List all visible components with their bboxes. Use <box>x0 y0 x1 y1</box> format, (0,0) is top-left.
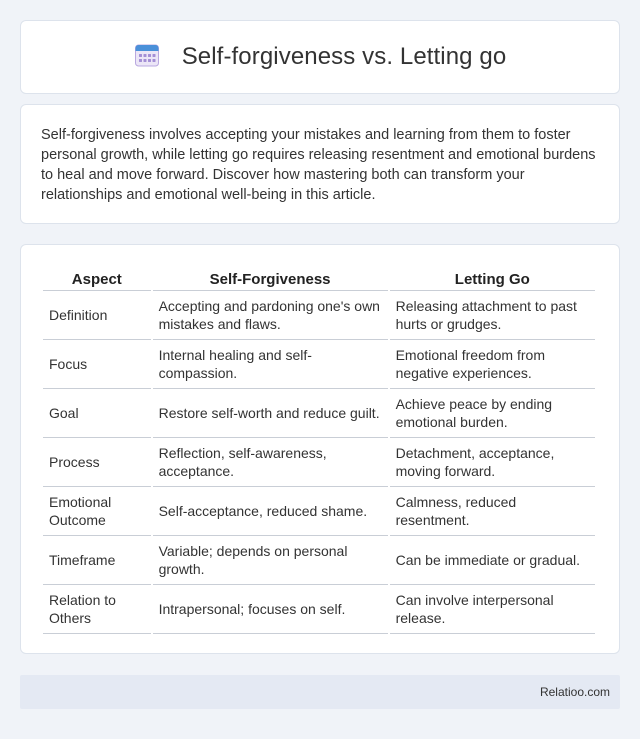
row-letting-go: Calmness, reduced resentment. <box>389 487 595 536</box>
row-letting-go: Emotional freedom from negative experien… <box>389 340 595 389</box>
table-row: Process Reflection, self-awareness, acce… <box>43 438 595 487</box>
row-aspect: Definition <box>43 291 151 340</box>
footer: Relatioo.com <box>20 675 620 709</box>
row-letting-go: Can be immediate or gradual. <box>389 536 595 585</box>
comparison-table: Aspect Self-Forgiveness Letting Go Defin… <box>41 265 597 634</box>
row-aspect: Focus <box>43 340 151 389</box>
column-header-aspect: Aspect <box>43 265 151 291</box>
table-row: Timeframe Variable; depends on personal … <box>43 536 595 585</box>
row-letting-go: Can involve interpersonal release. <box>389 585 595 634</box>
intro-paragraph: Self-forgiveness involves accepting your… <box>41 127 596 203</box>
row-letting-go: Releasing attachment to past hurts or gr… <box>389 291 595 340</box>
intro-card: Self-forgiveness involves accepting your… <box>20 104 620 224</box>
column-header-letting-go: Letting Go <box>389 265 595 291</box>
header-card: Self-forgiveness vs. Letting go <box>20 20 620 94</box>
table-row: Relation to Others Intrapersonal; focuse… <box>43 585 595 634</box>
row-aspect: Process <box>43 438 151 487</box>
table-row: Focus Internal healing and self-compassi… <box>43 340 595 389</box>
column-header-self-forgiveness: Self-Forgiveness <box>152 265 388 291</box>
table-row: Emotional Outcome Self-acceptance, reduc… <box>43 487 595 536</box>
row-self-forgiveness: Reflection, self-awareness, acceptance. <box>152 438 388 487</box>
row-self-forgiveness: Accepting and pardoning one's own mistak… <box>152 291 388 340</box>
page-title: Self-forgiveness vs. Letting go <box>181 43 507 70</box>
row-aspect: Goal <box>43 389 151 438</box>
row-self-forgiveness: Restore self-worth and reduce guilt. <box>152 389 388 438</box>
table-header-row: Aspect Self-Forgiveness Letting Go <box>43 265 595 291</box>
row-aspect: Relation to Others <box>43 585 151 634</box>
row-self-forgiveness: Variable; depends on personal growth. <box>152 536 388 585</box>
row-aspect: Emotional Outcome <box>43 487 151 536</box>
row-self-forgiveness: Intrapersonal; focuses on self. <box>152 585 388 634</box>
row-aspect: Timeframe <box>43 536 151 585</box>
table-row: Goal Restore self-worth and reduce guilt… <box>43 389 595 438</box>
row-letting-go: Detachment, acceptance, moving forward. <box>389 438 595 487</box>
calendar-icon <box>134 42 160 73</box>
row-self-forgiveness: Self-acceptance, reduced shame. <box>152 487 388 536</box>
footer-brand: Relatioo.com <box>539 685 610 699</box>
comparison-card: Aspect Self-Forgiveness Letting Go Defin… <box>20 244 620 654</box>
table-row: Definition Accepting and pardoning one's… <box>43 291 595 340</box>
header: Self-forgiveness vs. Letting go <box>134 42 507 73</box>
row-self-forgiveness: Internal healing and self-compassion. <box>152 340 388 389</box>
row-letting-go: Achieve peace by ending emotional burden… <box>389 389 595 438</box>
